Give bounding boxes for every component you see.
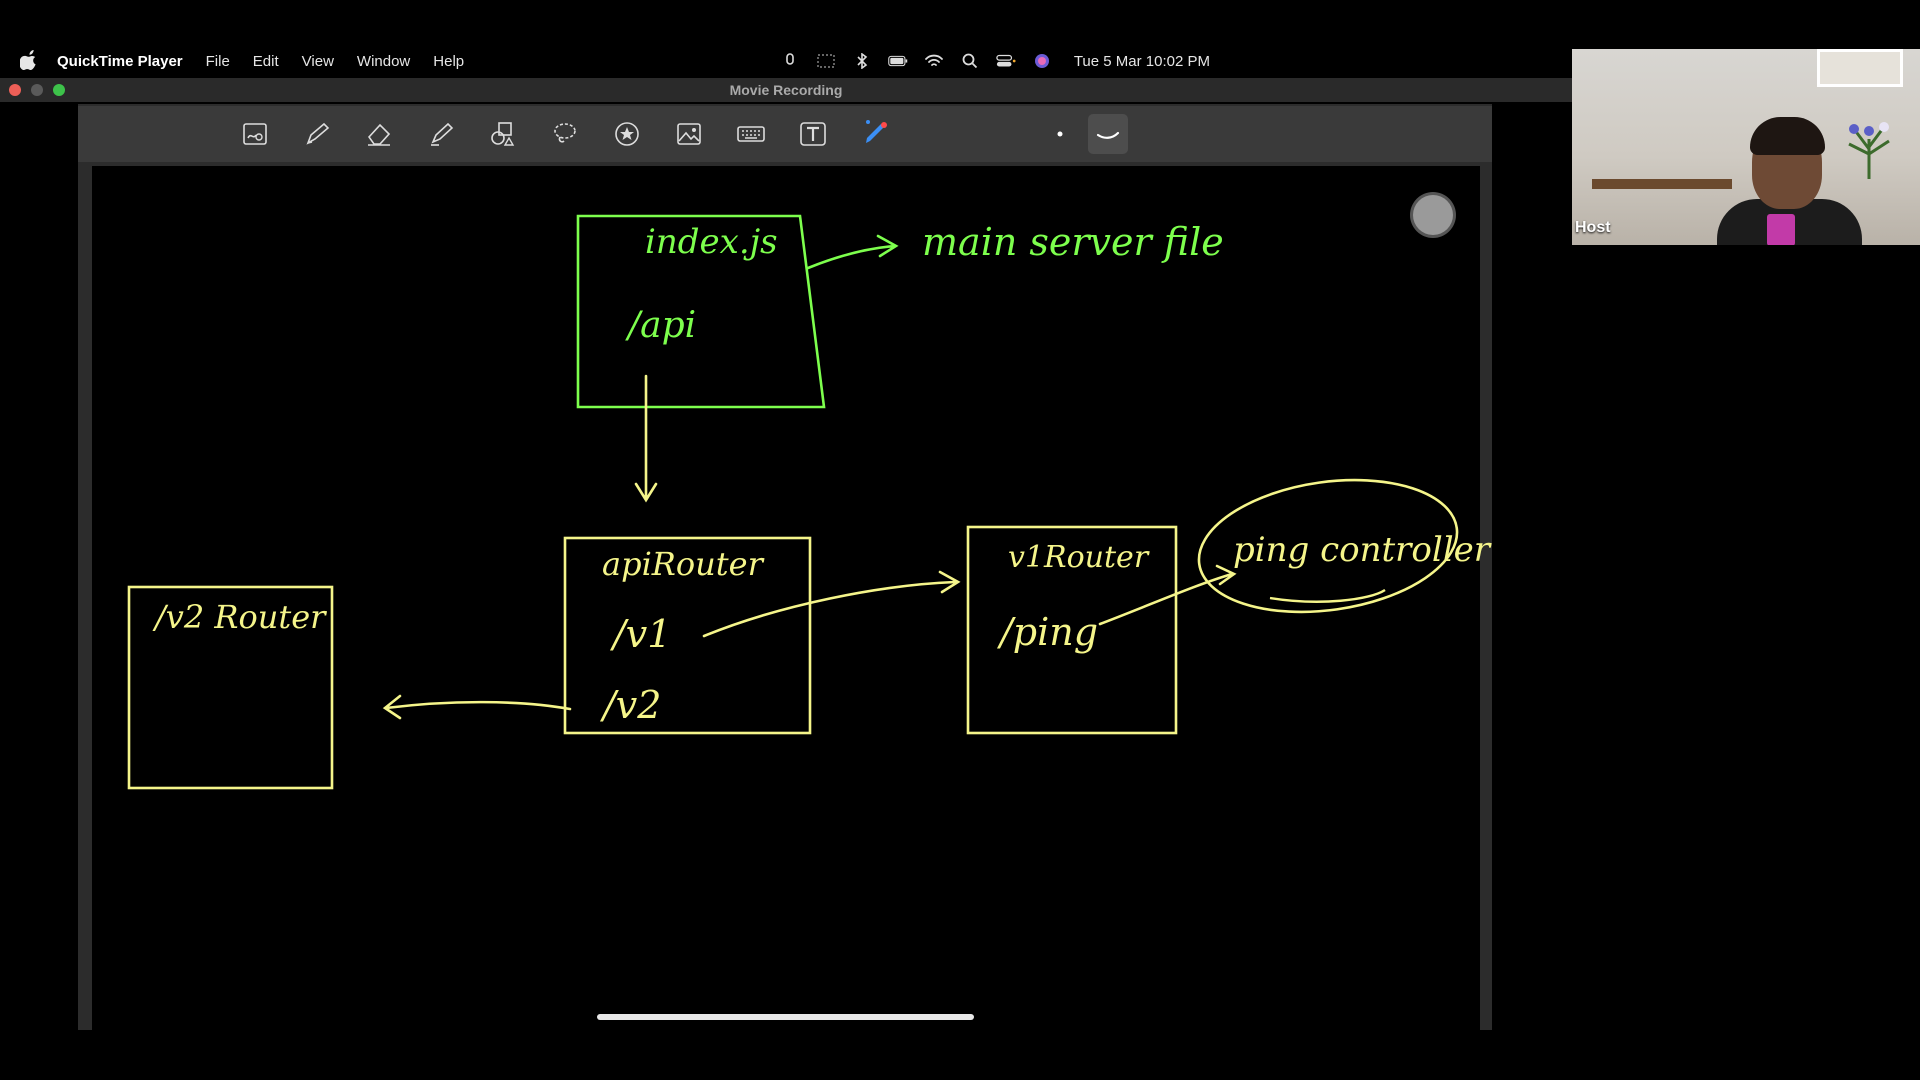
index-box-route: /api (628, 305, 697, 346)
api-router-v2: /v2 (603, 683, 662, 727)
menu-window[interactable]: Window (356, 52, 411, 70)
control-center-icon[interactable] (996, 52, 1016, 70)
microphone-icon[interactable] (780, 52, 800, 70)
shelf (1592, 179, 1732, 189)
ping-controller-label: ping controller (1233, 530, 1491, 570)
drawing-toolbar (78, 106, 1492, 162)
record-button[interactable] (1413, 195, 1453, 235)
keyboard-icon[interactable] (731, 114, 771, 154)
minimize-button[interactable] (31, 84, 43, 96)
zoom-button[interactable] (53, 84, 65, 96)
host-video: Host (1572, 49, 1920, 245)
shapes-icon[interactable] (483, 114, 523, 154)
siri-icon[interactable] (1032, 52, 1052, 70)
v1-router-title: v1Router (1008, 540, 1149, 575)
person-hair (1750, 117, 1825, 155)
markup-icon[interactable] (235, 114, 275, 154)
menu-view[interactable]: View (301, 52, 334, 70)
screen-record-icon[interactable] (816, 52, 836, 70)
menubar: QuickTime Player File Edit View Window H… (0, 48, 1572, 74)
dot-size-icon[interactable] (1040, 114, 1080, 154)
plant-image (1848, 122, 1890, 179)
mug (1767, 214, 1795, 245)
battery-icon[interactable] (888, 52, 908, 70)
color-picker-icon[interactable] (855, 114, 895, 154)
v1-router-route: /ping (1000, 610, 1099, 654)
stroke-style-icon[interactable] (1088, 114, 1128, 154)
v2-router-title: /v2 Router (155, 598, 326, 636)
main-server-annotation: main server file (922, 220, 1224, 264)
text-icon[interactable] (793, 114, 833, 154)
wall-picture (1817, 49, 1903, 87)
window-title: Movie Recording (729, 82, 843, 98)
wifi-icon[interactable] (924, 52, 944, 70)
api-router-title: apiRouter (602, 545, 763, 583)
highlighter-icon[interactable] (421, 114, 461, 154)
close-button[interactable] (9, 84, 21, 96)
bluetooth-icon[interactable] (852, 52, 872, 70)
star-icon[interactable] (607, 114, 647, 154)
image-icon[interactable] (669, 114, 709, 154)
pen-icon[interactable] (297, 114, 337, 154)
apple-icon[interactable] (20, 50, 38, 70)
lasso-icon[interactable] (545, 114, 585, 154)
menu-edit[interactable]: Edit (252, 52, 279, 70)
window-titlebar: Movie Recording (0, 78, 1572, 102)
api-router-v1: /v1 (613, 612, 672, 656)
eraser-icon[interactable] (359, 114, 399, 154)
search-icon[interactable] (960, 52, 980, 70)
status-area: Tue 5 Mar 10:02 PM (764, 48, 1210, 74)
host-label: Host (1575, 219, 1611, 236)
home-indicator (597, 1014, 974, 1020)
index-box-title: index.js (645, 222, 778, 262)
menu-app-name[interactable]: QuickTime Player (57, 52, 183, 70)
menubar-clock[interactable]: Tue 5 Mar 10:02 PM (1073, 52, 1210, 70)
menu-help[interactable]: Help (433, 52, 465, 70)
menu-file[interactable]: File (205, 52, 230, 70)
